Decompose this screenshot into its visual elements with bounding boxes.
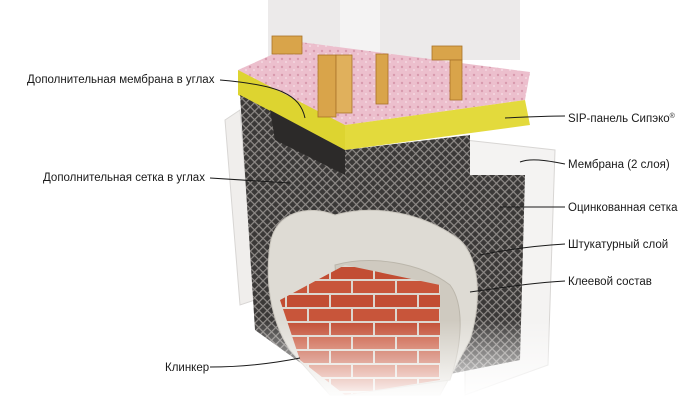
label-membrane-two-layers: Мембрана (2 слоя) [568, 159, 670, 171]
leader-mesh-corners [209, 177, 291, 184]
leader-sip [504, 115, 566, 119]
leader-clinker [209, 357, 301, 368]
registered-mark: ® [669, 113, 675, 120]
label-mesh-corners: Дополнительная сетка в углах [43, 172, 205, 184]
leader-lines [209, 79, 566, 368]
label-adhesive: Клеевой состав [568, 276, 652, 288]
leader-glue [469, 280, 566, 293]
leader-membrane2 [519, 159, 566, 165]
leader-plaster [479, 243, 566, 256]
leader-membrane-corners [219, 79, 306, 119]
label-plaster-layer: Штукатурный слой [568, 239, 669, 251]
label-membrane-corners: Дополнительная мембрана в углах [27, 74, 215, 86]
label-sip-panel: SIP-панель Сипэко® [568, 113, 675, 125]
label-clinker: Клинкер [165, 362, 210, 374]
label-galvanized-mesh: Оцинкованная сетка [568, 202, 678, 214]
